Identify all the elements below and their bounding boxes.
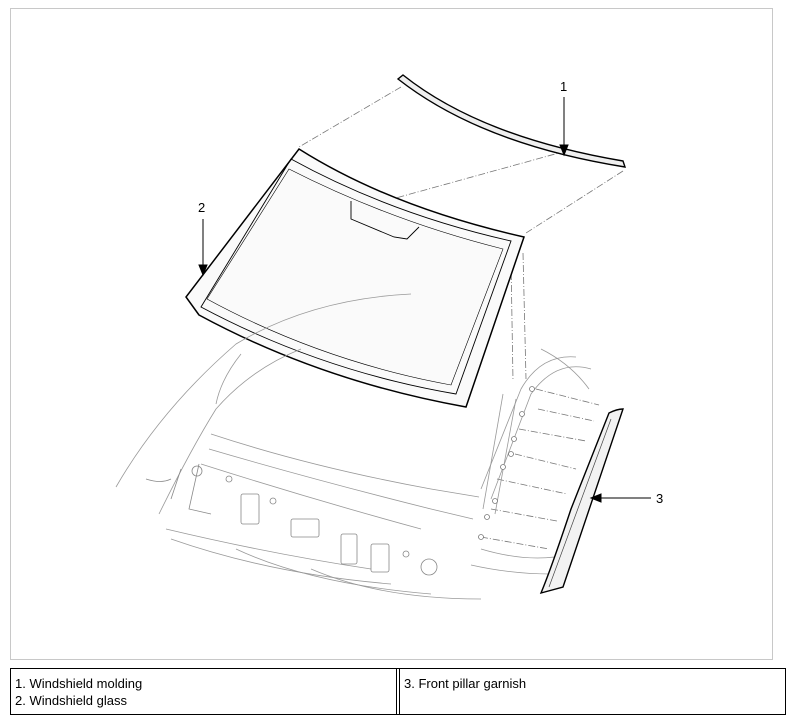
windshield-diagram: 1 2 3 — [115, 74, 663, 600]
diagram-frame: 1 2 3 — [10, 8, 773, 660]
front-pillar-garnish — [539, 408, 624, 595]
callout-2: 2 — [198, 200, 205, 215]
legend-table: 1. Windshield molding 2. Windshield glas… — [10, 668, 786, 715]
windshield-molding — [396, 74, 627, 168]
legend-item-2: 2. Windshield glass — [15, 693, 127, 708]
callout-arrows — [198, 97, 651, 503]
cowl-details — [145, 463, 438, 576]
car-body — [115, 293, 592, 600]
legend-item-3: 3. Front pillar garnish — [404, 676, 527, 691]
legend-cell-right: 3. Front pillar garnish — [399, 669, 785, 714]
pillar-clip-holes — [478, 386, 535, 540]
callout-1: 1 — [560, 79, 567, 94]
callout-3: 3 — [656, 491, 663, 506]
legend-cell-left: 1. Windshield molding 2. Windshield glas… — [11, 669, 397, 714]
windshield-glass — [185, 148, 525, 408]
alignment-lines — [298, 86, 624, 550]
legend-item-1: 1. Windshield molding — [15, 676, 143, 691]
